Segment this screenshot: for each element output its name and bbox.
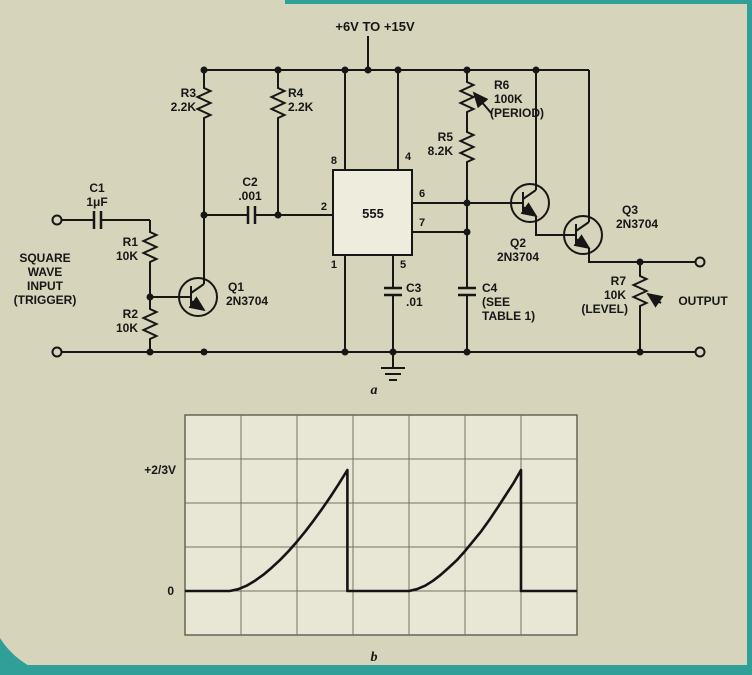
output-label: OUTPUT bbox=[678, 294, 728, 308]
ic-555-label: 555 bbox=[362, 206, 384, 221]
input-label-line3: INPUT bbox=[27, 279, 64, 293]
c4-ref: C4 bbox=[482, 281, 498, 295]
r3-value: 2.2K bbox=[171, 100, 197, 114]
pin-4: 4 bbox=[405, 151, 412, 163]
capacitor-c1-symbol bbox=[92, 211, 103, 229]
section-b-label: b bbox=[371, 650, 378, 665]
r5-ref: R5 bbox=[438, 130, 454, 144]
input-terminal-top bbox=[51, 214, 63, 226]
r6-wiper-arrow-icon bbox=[472, 91, 493, 115]
ground-symbol-icon bbox=[381, 367, 405, 381]
input-label-line2: WAVE bbox=[28, 265, 62, 279]
q1-ref: Q1 bbox=[228, 280, 244, 294]
resistor-r2-symbol bbox=[141, 305, 159, 343]
right-edge-strip bbox=[747, 0, 752, 675]
pin-8: 8 bbox=[331, 155, 337, 167]
output-terminal-bottom bbox=[694, 346, 706, 358]
junction-dots bbox=[146, 66, 644, 356]
section-a-label: a bbox=[371, 383, 378, 398]
pin-6: 6 bbox=[419, 188, 425, 200]
supply-label: +6V TO +15V bbox=[335, 19, 415, 34]
resistor-r7-symbol bbox=[631, 272, 649, 310]
input-label-line1: SQUARE bbox=[19, 251, 70, 265]
y-axis-peak-label: +2/3V bbox=[144, 463, 176, 477]
resistor-r1-symbol bbox=[141, 228, 159, 266]
top-edge-strip bbox=[285, 0, 752, 4]
c4-note1: (SEE bbox=[482, 295, 510, 309]
bottom-left-corner-curve bbox=[0, 638, 50, 675]
pin-7: 7 bbox=[419, 217, 425, 229]
y-axis-zero-label: 0 bbox=[167, 584, 174, 598]
r7-value: 10K bbox=[604, 288, 626, 302]
bottom-edge-strip bbox=[0, 665, 752, 675]
c3-ref: C3 bbox=[406, 281, 422, 295]
q1-part: 2N3704 bbox=[226, 294, 268, 308]
c3-value: .01 bbox=[406, 295, 423, 309]
c1-value: 1μF bbox=[86, 195, 107, 209]
capacitor-c3-symbol bbox=[384, 286, 402, 297]
r1-ref: R1 bbox=[123, 235, 139, 249]
r7-wiper-arrow-icon bbox=[646, 292, 664, 308]
pin-5: 5 bbox=[400, 259, 406, 271]
q2-part: 2N3704 bbox=[497, 250, 539, 264]
r2-value: 10K bbox=[116, 321, 138, 335]
r1-value: 10K bbox=[116, 249, 138, 263]
c4-note2: TABLE 1) bbox=[482, 309, 535, 323]
input-label-line4: (TRIGGER) bbox=[14, 293, 77, 307]
resistor-r4-symbol bbox=[269, 84, 287, 122]
c2-value: .001 bbox=[238, 189, 262, 203]
r7-note: (LEVEL) bbox=[581, 302, 628, 316]
resistor-r5-symbol bbox=[458, 128, 476, 166]
pin-2: 2 bbox=[321, 201, 327, 213]
r4-value: 2.2K bbox=[288, 100, 314, 114]
r7-ref: R7 bbox=[611, 274, 627, 288]
q2-ref: Q2 bbox=[510, 236, 526, 250]
r5-value: 8.2K bbox=[428, 144, 454, 158]
capacitor-c2-symbol bbox=[246, 206, 257, 224]
r3-ref: R3 bbox=[181, 86, 197, 100]
transistor-q1-symbol bbox=[178, 277, 218, 317]
transistor-q3-symbol bbox=[563, 215, 603, 255]
pin-1: 1 bbox=[331, 259, 337, 271]
r6-ref: R6 bbox=[494, 78, 510, 92]
plot-area bbox=[184, 414, 578, 636]
resistor-r6-symbol bbox=[458, 78, 476, 116]
q3-ref: Q3 bbox=[622, 203, 638, 217]
c2-ref: C2 bbox=[242, 175, 258, 189]
circuit-schematic: +6V TO +15V SQUARE WAVE INPUT (TRIGGER) … bbox=[14, 19, 729, 398]
waveform-graph: +2/3V 0 b bbox=[144, 414, 578, 665]
r6-value: 100K bbox=[494, 92, 523, 106]
input-terminal-bottom bbox=[51, 346, 63, 358]
transistor-q2-symbol bbox=[510, 183, 550, 223]
resistor-r3-symbol bbox=[195, 84, 213, 122]
r6-note: (PERIOD) bbox=[490, 106, 544, 120]
waveform-trace bbox=[185, 468, 577, 593]
r2-ref: R2 bbox=[123, 307, 139, 321]
r4-ref: R4 bbox=[288, 86, 304, 100]
capacitor-c4-symbol bbox=[458, 286, 476, 297]
c1-ref: C1 bbox=[89, 181, 105, 195]
q3-part: 2N3704 bbox=[616, 217, 658, 231]
ic-555-body bbox=[332, 169, 413, 256]
output-terminal-top bbox=[694, 256, 706, 268]
